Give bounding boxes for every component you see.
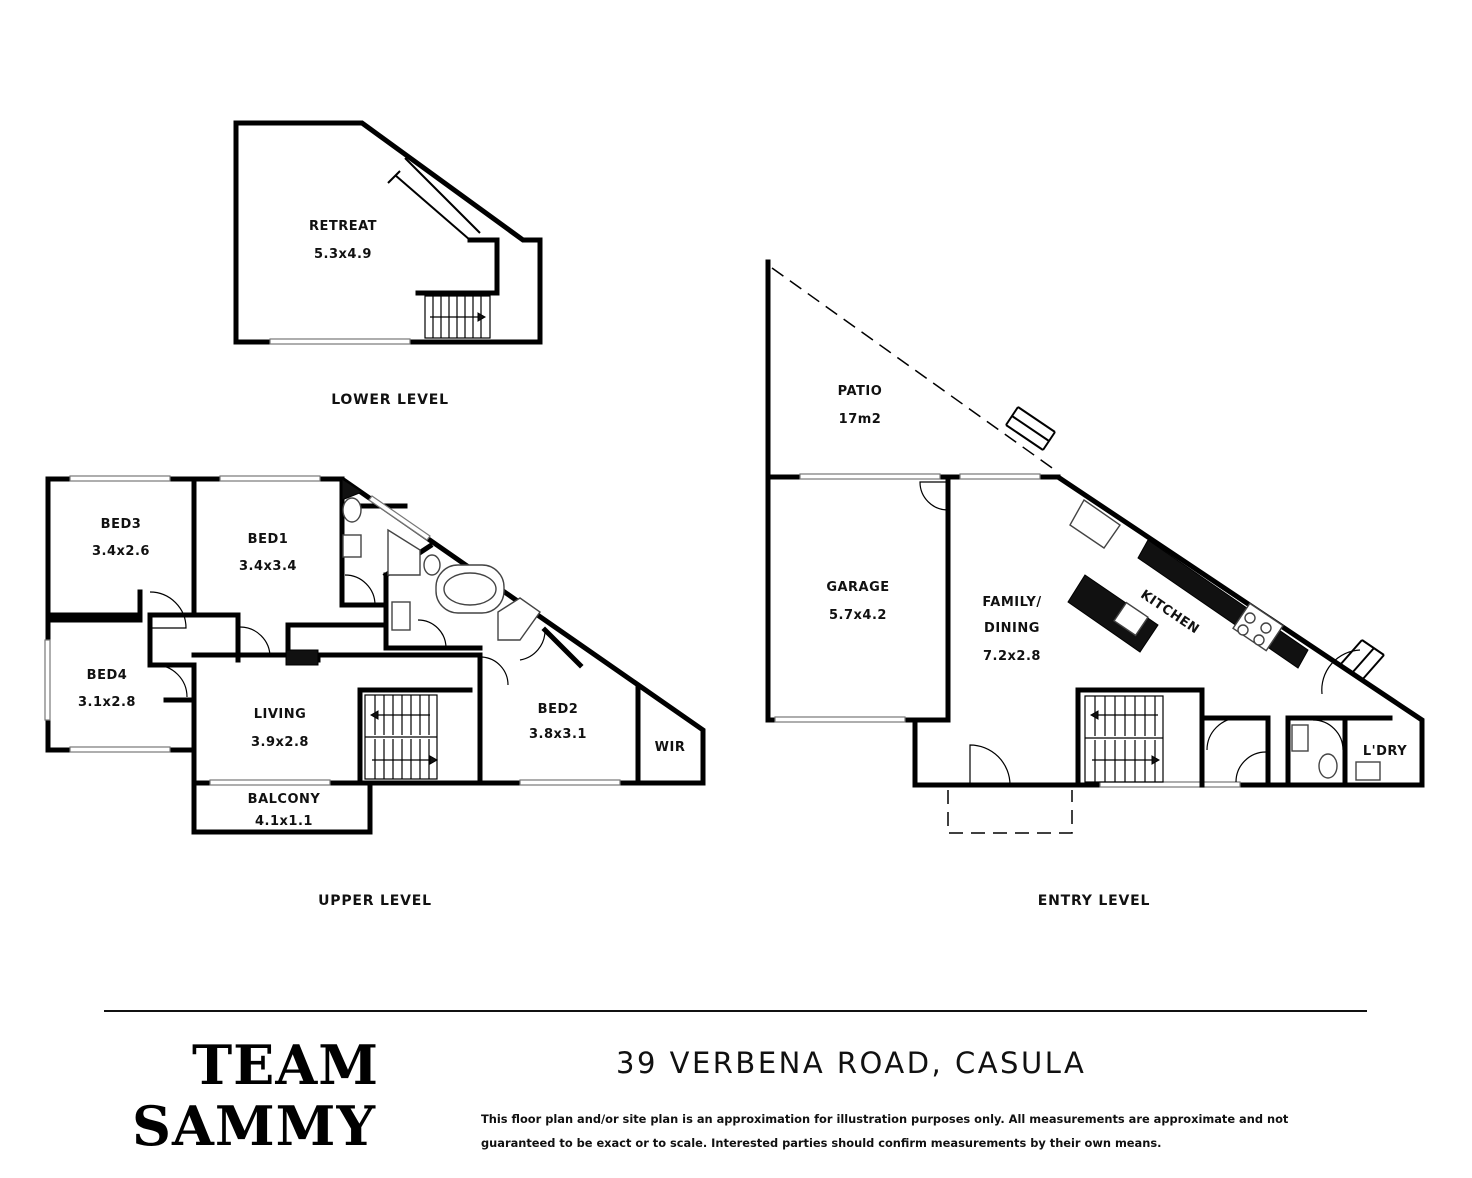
- room-name-living: LIVING: [254, 707, 307, 722]
- property-address: 39 VERBENA ROAD, CASULA: [616, 1046, 1087, 1080]
- room-name-bed4: BED4: [87, 668, 128, 683]
- brand-line-sammy: SAMMY: [132, 1094, 376, 1158]
- kitchen-fixtures: [1067, 498, 1309, 669]
- disclaimer-text: This floor plan and/or site plan is an a…: [481, 1112, 1289, 1150]
- lower-stairs: [424, 295, 491, 339]
- room-size-bed3: 3.4x2.6: [92, 544, 150, 559]
- entry-level-label: ENTRY LEVEL: [1038, 893, 1150, 909]
- brand-line-team: TEAM: [192, 1033, 380, 1097]
- room-size-living: 3.9x2.8: [251, 735, 309, 750]
- room-size-bed4: 3.1x2.8: [78, 695, 136, 710]
- room-name-balcony: BALCONY: [248, 792, 321, 807]
- room-name-bed3: BED3: [101, 517, 142, 532]
- entry-steps: [947, 790, 1073, 834]
- upper-level-plan: BED3 3.4x2.6 BED1 3.4x3.4 BED4 3.1x2.8 L…: [44, 475, 706, 909]
- room-name-patio: PATIO: [838, 384, 883, 399]
- upper-stairs: [364, 694, 439, 780]
- room-name-bed1: BED1: [248, 532, 289, 547]
- room-name-laundry: L'DRY: [1363, 744, 1407, 759]
- room-size-bed2: 3.8x3.1: [529, 727, 587, 742]
- lower-level-plan: RETREAT 5.3x4.9 LOWER LEVEL: [233, 120, 543, 408]
- lower-level-label: LOWER LEVEL: [331, 392, 449, 408]
- room-size-patio: 17m2: [839, 412, 882, 427]
- room-size-bed1: 3.4x3.4: [239, 559, 297, 574]
- footer-divider: [104, 1010, 1367, 1012]
- room-size-family-dining: 7.2x2.8: [983, 649, 1041, 664]
- room-name-garage: GARAGE: [826, 580, 889, 595]
- room-name-wir: WIR: [655, 740, 686, 755]
- room-name-family: FAMILY/: [982, 595, 1041, 610]
- room-size-balcony: 4.1x1.1: [255, 814, 313, 829]
- room-size-retreat: 5.3x4.9: [314, 247, 372, 262]
- room-name-dining: DINING: [984, 621, 1040, 636]
- room-size-garage: 5.7x4.2: [829, 608, 887, 623]
- room-name-bed2: BED2: [538, 702, 579, 717]
- room-name-retreat: RETREAT: [309, 219, 377, 234]
- upper-level-label: UPPER LEVEL: [318, 893, 432, 909]
- entry-level-plan: PATIO 17m2 GARAGE 5.7x4.2 FAMILY/ DINING…: [765, 259, 1425, 909]
- entry-stairs: [1075, 687, 1205, 788]
- patio-steps: [1005, 406, 1056, 451]
